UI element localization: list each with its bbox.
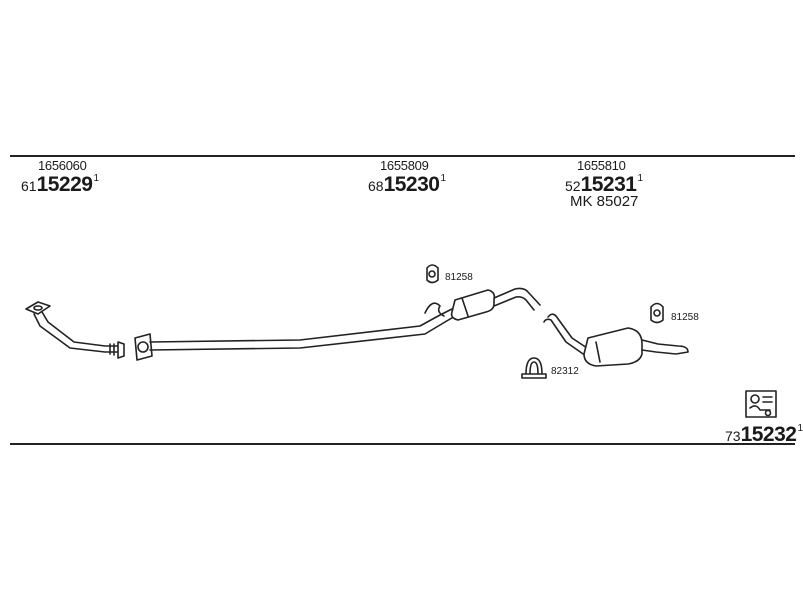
rubber-hanger-icon [426,264,439,284]
rubber-hanger-icon [650,302,664,324]
parts-kit-icon [745,390,777,418]
part-1-code: 15229 [36,173,93,196]
part-3-code: 15231 [580,173,637,196]
part-2-suffix: 1 [440,173,447,184]
kit-box-number: 73152321 [725,423,803,447]
part-1-prefix: 61 [21,178,37,194]
hanger-top-label: 81258 [445,272,473,283]
part-3-number: 52152311 [565,173,643,197]
clamp-icon [521,357,547,379]
part-3-prefix: 52 [565,178,581,194]
front-pipe [25,301,125,359]
part-2-prefix: 68 [368,178,384,194]
part-2-number: 68152301 [368,173,446,197]
part-1-number: 61152291 [21,173,99,197]
kit-box-code: 15232 [740,423,797,446]
part-3-suffix: 1 [637,173,644,184]
middle-pipe [134,287,541,361]
kit-box-suffix: 1 [797,423,803,434]
part-2-oem-number: 1655809 [380,158,429,173]
part-2-code: 15230 [383,173,440,196]
hanger-right-label: 81258 [671,312,699,323]
part-1-suffix: 1 [93,173,100,184]
kit-box-prefix: 73 [725,428,741,444]
part-1-oem-number: 1656060 [38,158,87,173]
bottom-divider [10,443,795,445]
clamp-label: 82312 [551,366,579,377]
rear-muffler [543,313,689,367]
top-divider [10,155,795,157]
part-3-mounting-kit: MK 85027 [570,193,639,210]
part-3-oem-number: 1655810 [577,158,626,173]
